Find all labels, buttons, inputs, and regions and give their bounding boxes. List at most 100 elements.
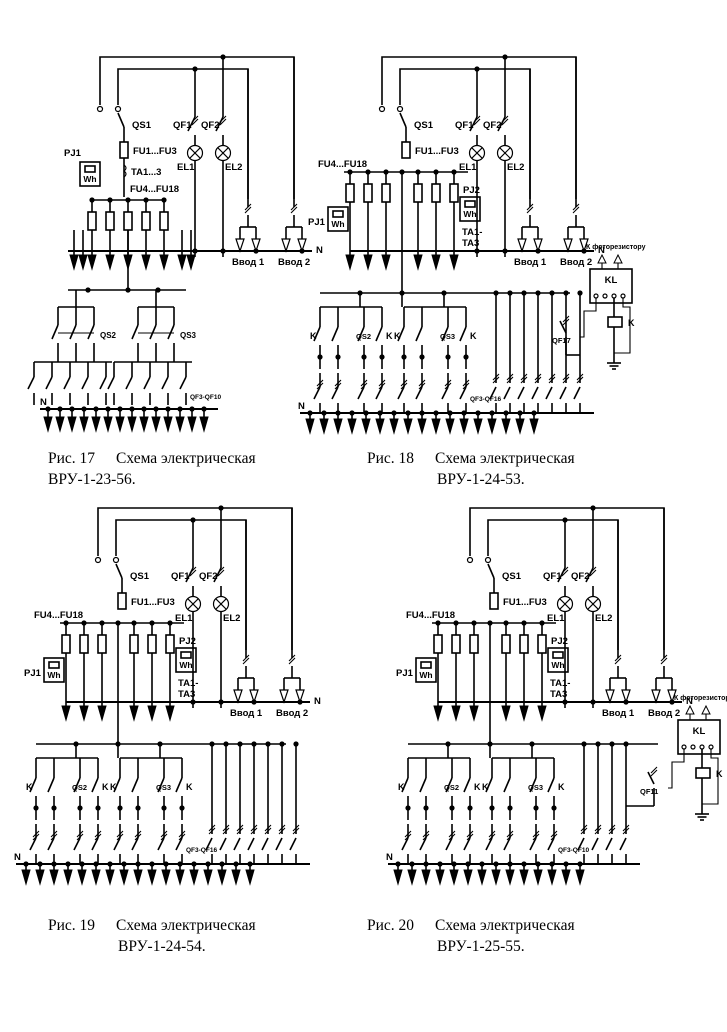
junction-dot <box>475 410 481 416</box>
load-arrow-icon <box>501 705 511 722</box>
meter-window <box>420 661 432 669</box>
load-arrow-icon <box>445 418 455 435</box>
junction-dot <box>85 287 91 293</box>
breaker-tick <box>250 827 258 835</box>
meter-icon <box>415 657 437 683</box>
k-label: K <box>110 782 117 792</box>
fuse-icon <box>469 634 479 654</box>
breaker-blade <box>397 386 405 400</box>
qs-label: QS3 <box>180 331 197 340</box>
junction-dot <box>167 620 173 626</box>
junction-dot <box>437 861 443 867</box>
junction-dot <box>247 861 253 867</box>
breaker-tick <box>622 824 630 832</box>
load-arrow-icon <box>519 869 529 886</box>
breaker-tick <box>580 824 588 832</box>
load-arrow-icon <box>431 254 441 271</box>
load-arrow-icon <box>417 418 427 435</box>
junction-dot <box>37 861 43 867</box>
load-arrow-icon <box>515 418 525 435</box>
fuse-icon <box>97 634 107 654</box>
input-arrow-icon <box>235 238 245 253</box>
qs-blade <box>69 324 77 340</box>
qs1-label: QS1 <box>414 120 434 131</box>
input-arrow-icon <box>621 689 631 704</box>
junction-dot <box>251 699 257 705</box>
junction-dot <box>465 861 471 867</box>
load-arrow-icon <box>473 418 483 435</box>
junction-dot <box>191 861 197 867</box>
breaker-tick <box>76 830 84 838</box>
breaker-tick <box>492 376 500 384</box>
qf1-label: QF1 <box>171 571 190 582</box>
fuse-icon <box>87 211 97 231</box>
junction-dot <box>135 861 141 867</box>
breaker-tick <box>576 373 584 381</box>
junction-dot <box>474 248 480 254</box>
input-arrow-icon <box>651 689 661 704</box>
load-arrow-icon <box>561 869 571 886</box>
k-label: K <box>470 331 477 341</box>
breaker-tick <box>400 379 408 387</box>
junction-dot <box>467 805 473 811</box>
junction-dot <box>265 741 271 747</box>
breaker-tick <box>242 654 250 662</box>
el2-label: EL2 <box>225 162 242 173</box>
meter-label: Wh <box>463 209 476 219</box>
breaker-tick <box>562 373 570 381</box>
qf1-label: QF1 <box>543 571 562 582</box>
breaker-tick <box>160 833 168 841</box>
junction-dot <box>251 741 257 747</box>
qf2-label: QF2 <box>571 571 589 582</box>
neutral-label: N <box>686 696 693 707</box>
current-transformer-icon <box>123 164 127 178</box>
breaker-blade <box>219 837 227 851</box>
junction-dot <box>63 620 69 626</box>
junction-dot <box>69 406 75 412</box>
breaker-tick <box>278 824 286 832</box>
junction-dot <box>441 290 447 296</box>
breaker-tick <box>290 206 298 214</box>
load-arrow-icon <box>91 416 101 433</box>
junction-dot <box>153 406 159 412</box>
vvod-label: Ввод 1 <box>230 708 263 719</box>
junction-dot <box>463 354 469 360</box>
breaker-blade <box>289 837 297 851</box>
k-label: K <box>310 331 317 341</box>
junction-dot <box>149 620 155 626</box>
qs-blade <box>547 777 555 793</box>
breaker-tick <box>94 830 102 838</box>
load-arrow-icon <box>463 869 473 886</box>
junction-dot <box>521 290 527 296</box>
neutral-label: N <box>316 245 323 256</box>
load-arrow-icon <box>381 254 391 271</box>
breaker-tick <box>526 206 534 214</box>
junction-dot <box>179 805 185 811</box>
input-arrow-icon <box>297 238 307 253</box>
fu-out-label: FU4...FU18 <box>130 184 179 195</box>
junction-dot <box>218 699 224 705</box>
junction-dot <box>453 620 459 626</box>
breaker-blade <box>503 386 511 400</box>
kl-label: KL <box>605 275 618 286</box>
junction-dot <box>237 741 243 747</box>
breaker-tick <box>219 118 227 126</box>
switch-contact <box>94 556 102 564</box>
breaker-tick <box>288 657 296 665</box>
junction-dot <box>57 406 63 412</box>
junction-dot <box>95 805 101 811</box>
breaker-tick <box>594 824 602 832</box>
junction-dot <box>363 410 369 416</box>
breaker-tick <box>219 115 227 123</box>
breaker-tick <box>473 118 481 126</box>
k-label: K <box>474 782 481 792</box>
breaker-tick <box>222 827 230 835</box>
meter-icon <box>327 206 349 232</box>
load-arrow-icon <box>449 254 459 271</box>
junction-dot <box>445 354 451 360</box>
photo-label: К фоторезистору <box>674 695 727 702</box>
breaker-blade <box>517 386 525 400</box>
lamp-cross <box>189 147 201 159</box>
load-arrow-icon <box>21 869 31 886</box>
